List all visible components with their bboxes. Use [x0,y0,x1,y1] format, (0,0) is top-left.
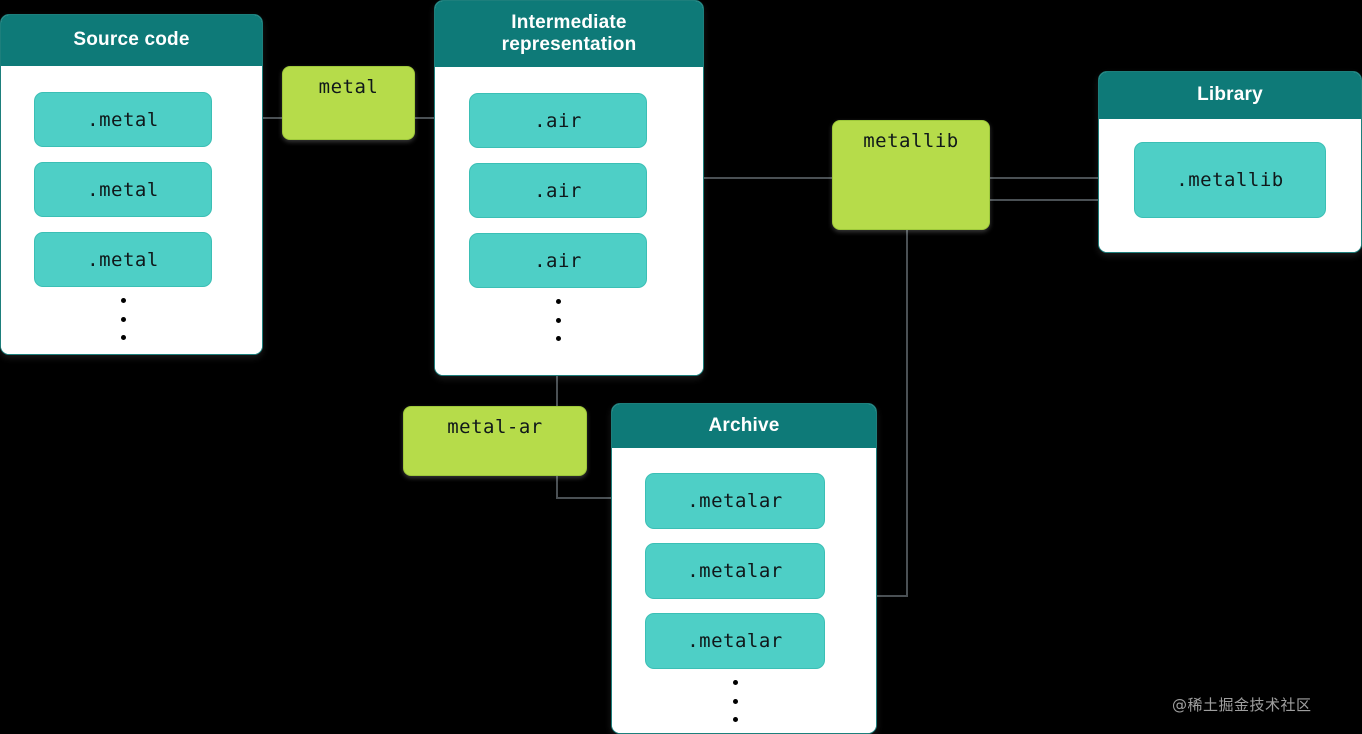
tool-metal-ar[interactable]: metal-ar [403,406,587,476]
panel-source-code: Source code .metal .metal .metal [0,14,263,355]
chip-air-3[interactable]: .air [469,233,647,288]
panel-intermediate-title: Intermediate representation [435,1,703,67]
panel-library-title: Library [1099,72,1361,119]
watermark: @稀土掘金技术社区 [1172,696,1312,714]
chip-air-2[interactable]: .air [469,163,647,218]
chip-metalar-2[interactable]: .metalar [645,543,825,599]
panel-intermediate-body: .air .air .air [435,67,703,375]
tool-metal[interactable]: metal [282,66,415,140]
panel-source-code-body: .metal .metal .metal [1,66,262,354]
ellipsis-intermediate [555,299,561,341]
panel-intermediate-title-line2: representation [501,34,637,55]
chip-metalar-1[interactable]: .metalar [645,473,825,529]
ellipsis-archive [732,680,738,722]
tool-metallib[interactable]: metallib [832,120,990,230]
panel-library-body: .metallib [1099,119,1361,252]
chip-source-metal-3[interactable]: .metal [34,232,212,287]
chip-metallib[interactable]: .metallib [1134,142,1326,218]
chip-metalar-3[interactable]: .metalar [645,613,825,669]
chip-air-1[interactable]: .air [469,93,647,148]
panel-intermediate-title-line1: Intermediate [511,11,627,33]
panel-source-code-title: Source code [1,15,262,66]
panel-archive: Archive .metalar .metalar .metalar [611,403,877,734]
panel-archive-title: Archive [612,404,876,448]
chip-source-metal-2[interactable]: .metal [34,162,212,217]
panel-library: Library .metallib [1098,71,1362,253]
panel-intermediate-representation: Intermediate representation .air .air .a… [434,0,704,376]
chip-source-metal-1[interactable]: .metal [34,92,212,147]
ellipsis-source-code [120,298,126,340]
panel-archive-body: .metalar .metalar .metalar [612,448,876,733]
